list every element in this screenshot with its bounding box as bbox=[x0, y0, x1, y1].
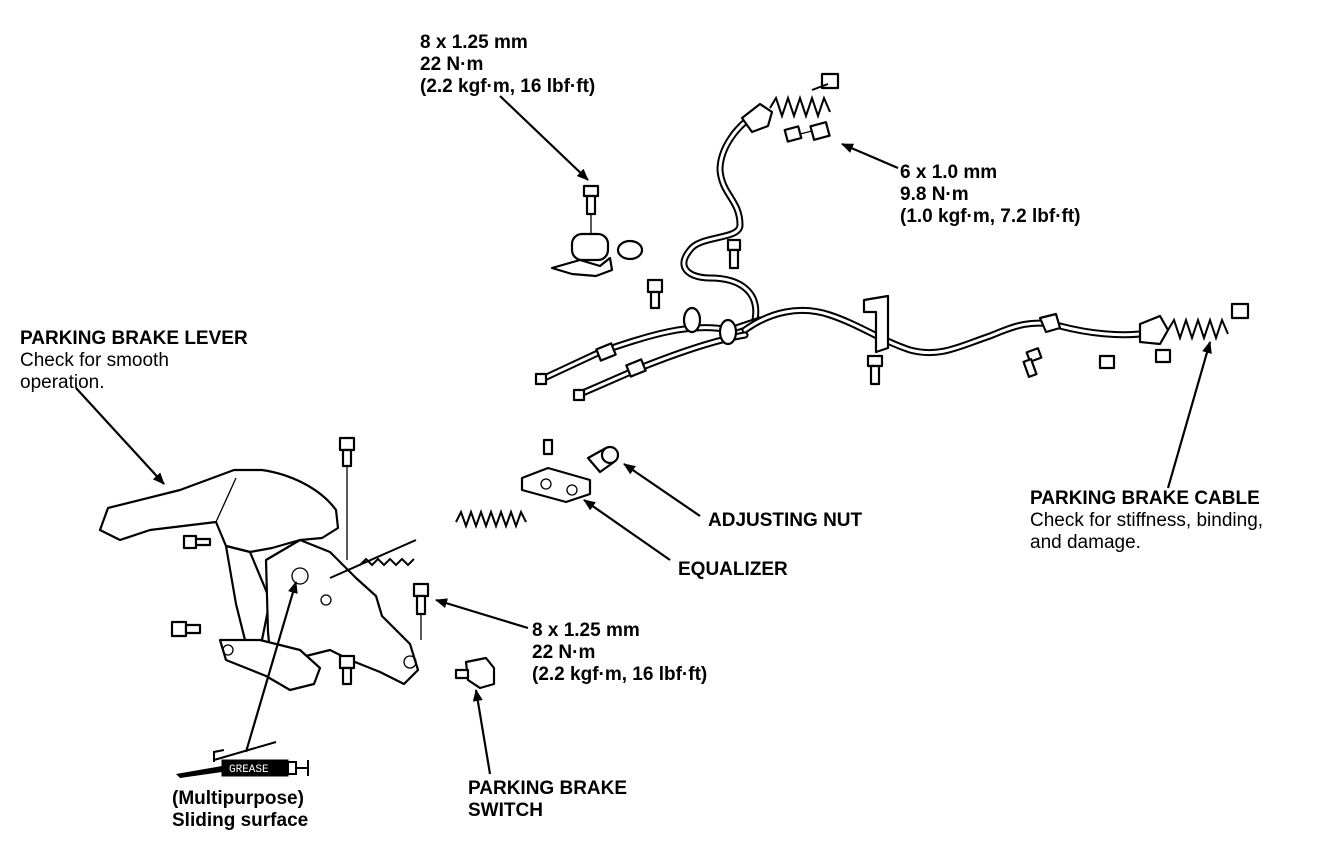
lever-title: PARKING BRAKE LEVER bbox=[20, 328, 248, 349]
cable-leader bbox=[1166, 341, 1212, 489]
cable-bolt-icon bbox=[783, 121, 831, 143]
top-bolt-torque-nm: 22 N·m bbox=[420, 54, 484, 75]
lever-bolt-spec: 8 x 1.25 mm 22 N·m (2.2 kgf·m, 16 lbf·ft… bbox=[532, 620, 707, 686]
cable-clip-icon bbox=[550, 232, 644, 278]
top-bolt-size: 8 x 1.25 mm bbox=[420, 32, 528, 53]
cable-bolt-torque-alt: (1.0 kgf·m, 7.2 lbf·ft) bbox=[900, 206, 1081, 227]
top-bolt-spec: 8 x 1.25 mm 22 N·m (2.2 kgf·m, 16 lbf·ft… bbox=[420, 32, 595, 98]
cable-callout: PARKING BRAKE CABLE Check for stiffness,… bbox=[1030, 488, 1263, 554]
grease-callout: (Multipurpose) Sliding surface bbox=[172, 788, 308, 832]
cable-bolt-leader bbox=[841, 142, 899, 170]
parking-brake-switch-icon bbox=[454, 656, 496, 690]
lever-desc-2: operation. bbox=[20, 372, 105, 393]
lever-bolt-torque-nm: 22 N·m bbox=[532, 642, 596, 663]
grease-badge-text: GREASE bbox=[229, 764, 269, 776]
equalizer-label: EQUALIZER bbox=[678, 559, 788, 580]
lever-bolt-torque-alt: (2.2 kgf·m, 16 lbf·ft) bbox=[532, 664, 708, 685]
parking-brake-lever-icon bbox=[98, 436, 430, 692]
cable-desc-1: Check for stiffness, binding, bbox=[1030, 510, 1264, 531]
cable-bolt-spec: 6 x 1.0 mm 9.8 N·m (1.0 kgf·m, 7.2 lbf·f… bbox=[900, 162, 1081, 228]
lever-callout: PARKING BRAKE LEVER Check for smooth ope… bbox=[20, 328, 248, 394]
lever-bolt-leader bbox=[435, 598, 529, 630]
lever-bolt-right-icon bbox=[412, 582, 430, 640]
lever-bolt-size: 8 x 1.25 mm bbox=[532, 620, 640, 641]
return-spring-icon bbox=[455, 509, 527, 529]
grease-type: (Multipurpose) bbox=[172, 788, 304, 809]
cable-bolt-size: 6 x 1.0 mm bbox=[900, 162, 998, 183]
cable-desc-2: and damage. bbox=[1030, 532, 1141, 553]
top-bolt-leader bbox=[499, 95, 589, 181]
cable-title: PARKING BRAKE CABLE bbox=[1030, 488, 1260, 509]
grease-leader bbox=[244, 581, 298, 753]
parking-brake-cable-assembly bbox=[534, 72, 1250, 402]
adjusting-nut-callout: ADJUSTING NUT bbox=[708, 510, 862, 532]
switch-label-2: SWITCH bbox=[468, 800, 543, 821]
equalizer-leader bbox=[583, 499, 671, 561]
lever-bolt-top-icon bbox=[338, 436, 356, 560]
top-bolt-icon bbox=[582, 184, 600, 238]
grease-location: Sliding surface bbox=[172, 810, 309, 831]
adjusting-nut-icon bbox=[586, 445, 620, 474]
switch-callout: PARKING BRAKE SWITCH bbox=[468, 778, 627, 822]
equalizer-icon bbox=[520, 438, 592, 504]
equalizer-callout: EQUALIZER bbox=[678, 559, 788, 581]
cable-bolt-torque-nm: 9.8 N·m bbox=[900, 184, 969, 205]
top-bolt-torque-alt: (2.2 kgf·m, 16 lbf·ft) bbox=[420, 76, 596, 97]
grease-gun-icon: GREASE bbox=[176, 741, 309, 778]
lever-leader bbox=[75, 387, 165, 485]
adjusting-nut-leader bbox=[623, 463, 701, 517]
switch-leader bbox=[472, 689, 492, 775]
switch-label-1: PARKING BRAKE bbox=[468, 778, 628, 799]
lever-desc-1: Check for smooth bbox=[20, 350, 169, 371]
adjusting-nut-label: ADJUSTING NUT bbox=[708, 510, 863, 531]
